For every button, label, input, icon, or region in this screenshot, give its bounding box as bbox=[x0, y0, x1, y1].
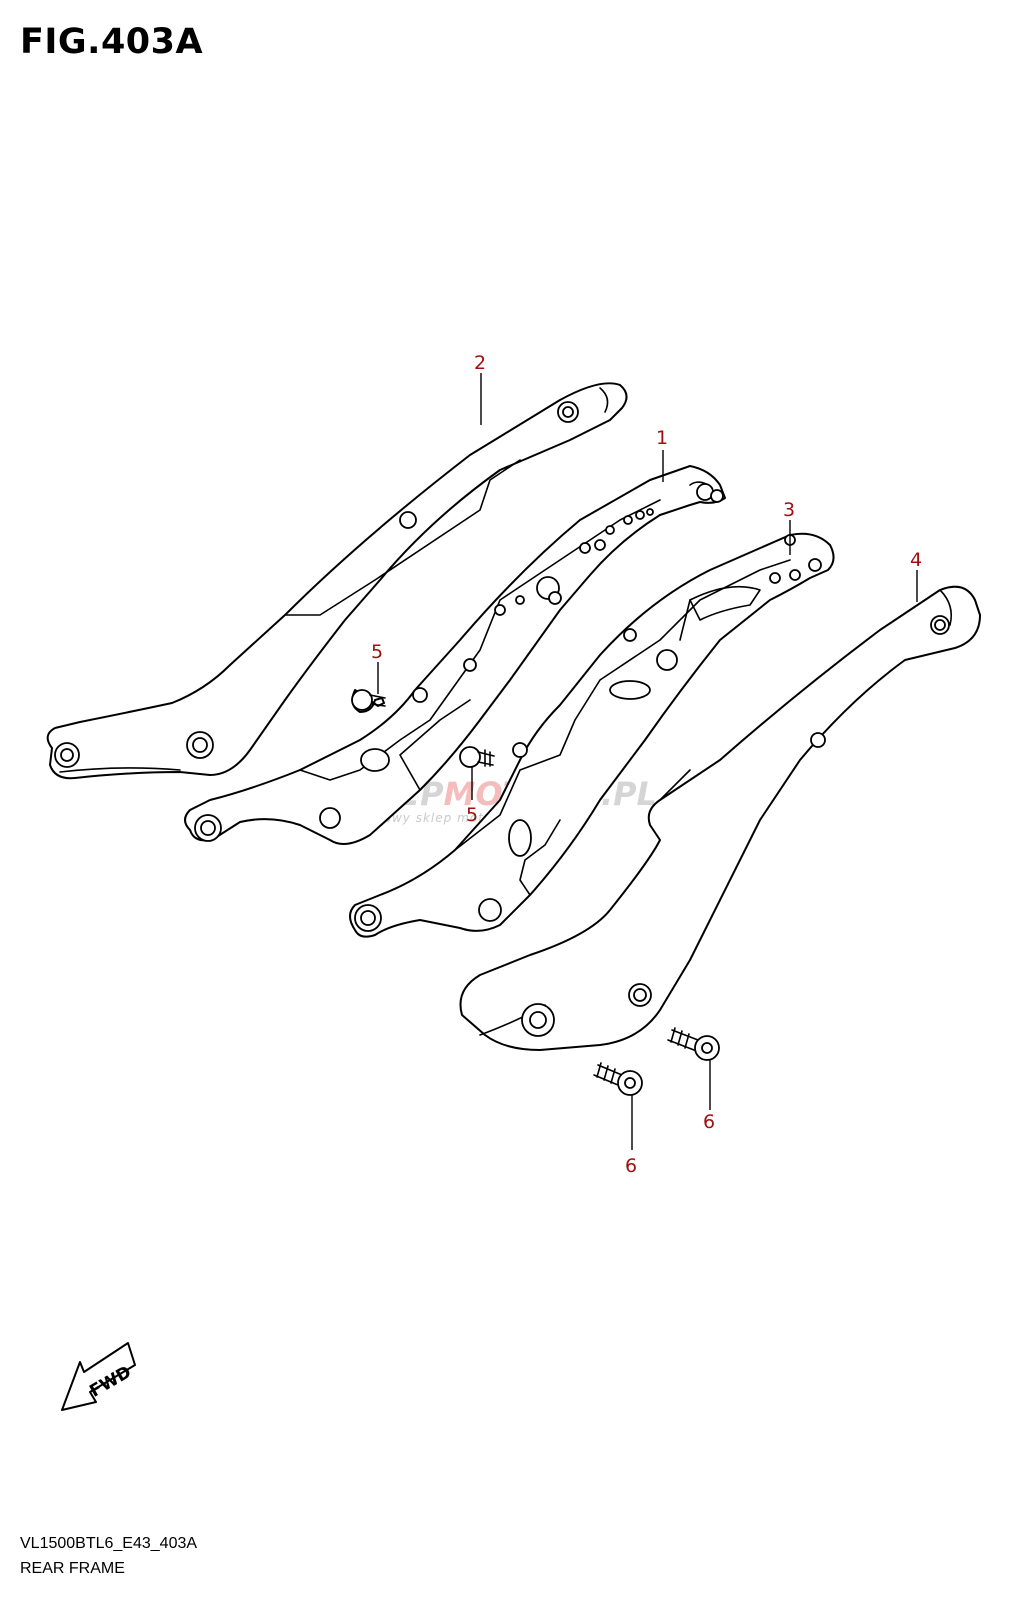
part-4-rear-frame-right[interactable] bbox=[459, 585, 981, 1051]
callout-3[interactable]: 3 bbox=[783, 499, 795, 521]
part-3-bracket-right[interactable] bbox=[349, 532, 835, 938]
figure-title: FIG.403A bbox=[20, 22, 204, 62]
part-6-screw-a[interactable] bbox=[667, 1027, 720, 1061]
callouts: 2 1 3 4 5 5 6 6 bbox=[371, 352, 922, 1177]
model-code: VL1500BTL6_E43_403A bbox=[20, 1535, 198, 1552]
part-5-screw-a[interactable] bbox=[351, 689, 386, 713]
callout-6-b[interactable]: 6 bbox=[625, 1155, 637, 1177]
fwd-arrow-icon: FWD bbox=[61, 1342, 136, 1411]
section-name: REAR FRAME bbox=[20, 1560, 125, 1577]
callout-1[interactable]: 1 bbox=[656, 427, 668, 449]
part-1-bracket-left[interactable] bbox=[184, 465, 726, 845]
callout-6-a[interactable]: 6 bbox=[703, 1111, 715, 1133]
callout-5-a[interactable]: 5 bbox=[371, 641, 383, 663]
callout-4[interactable]: 4 bbox=[910, 549, 922, 571]
leader-lines bbox=[377, 373, 918, 1150]
part-6-screw-b[interactable] bbox=[593, 1062, 643, 1096]
callout-2[interactable]: 2 bbox=[474, 352, 486, 374]
part-5-screw-b[interactable] bbox=[459, 746, 495, 768]
part-2-rear-frame-left[interactable] bbox=[46, 382, 628, 780]
callout-5-b[interactable]: 5 bbox=[466, 804, 478, 826]
